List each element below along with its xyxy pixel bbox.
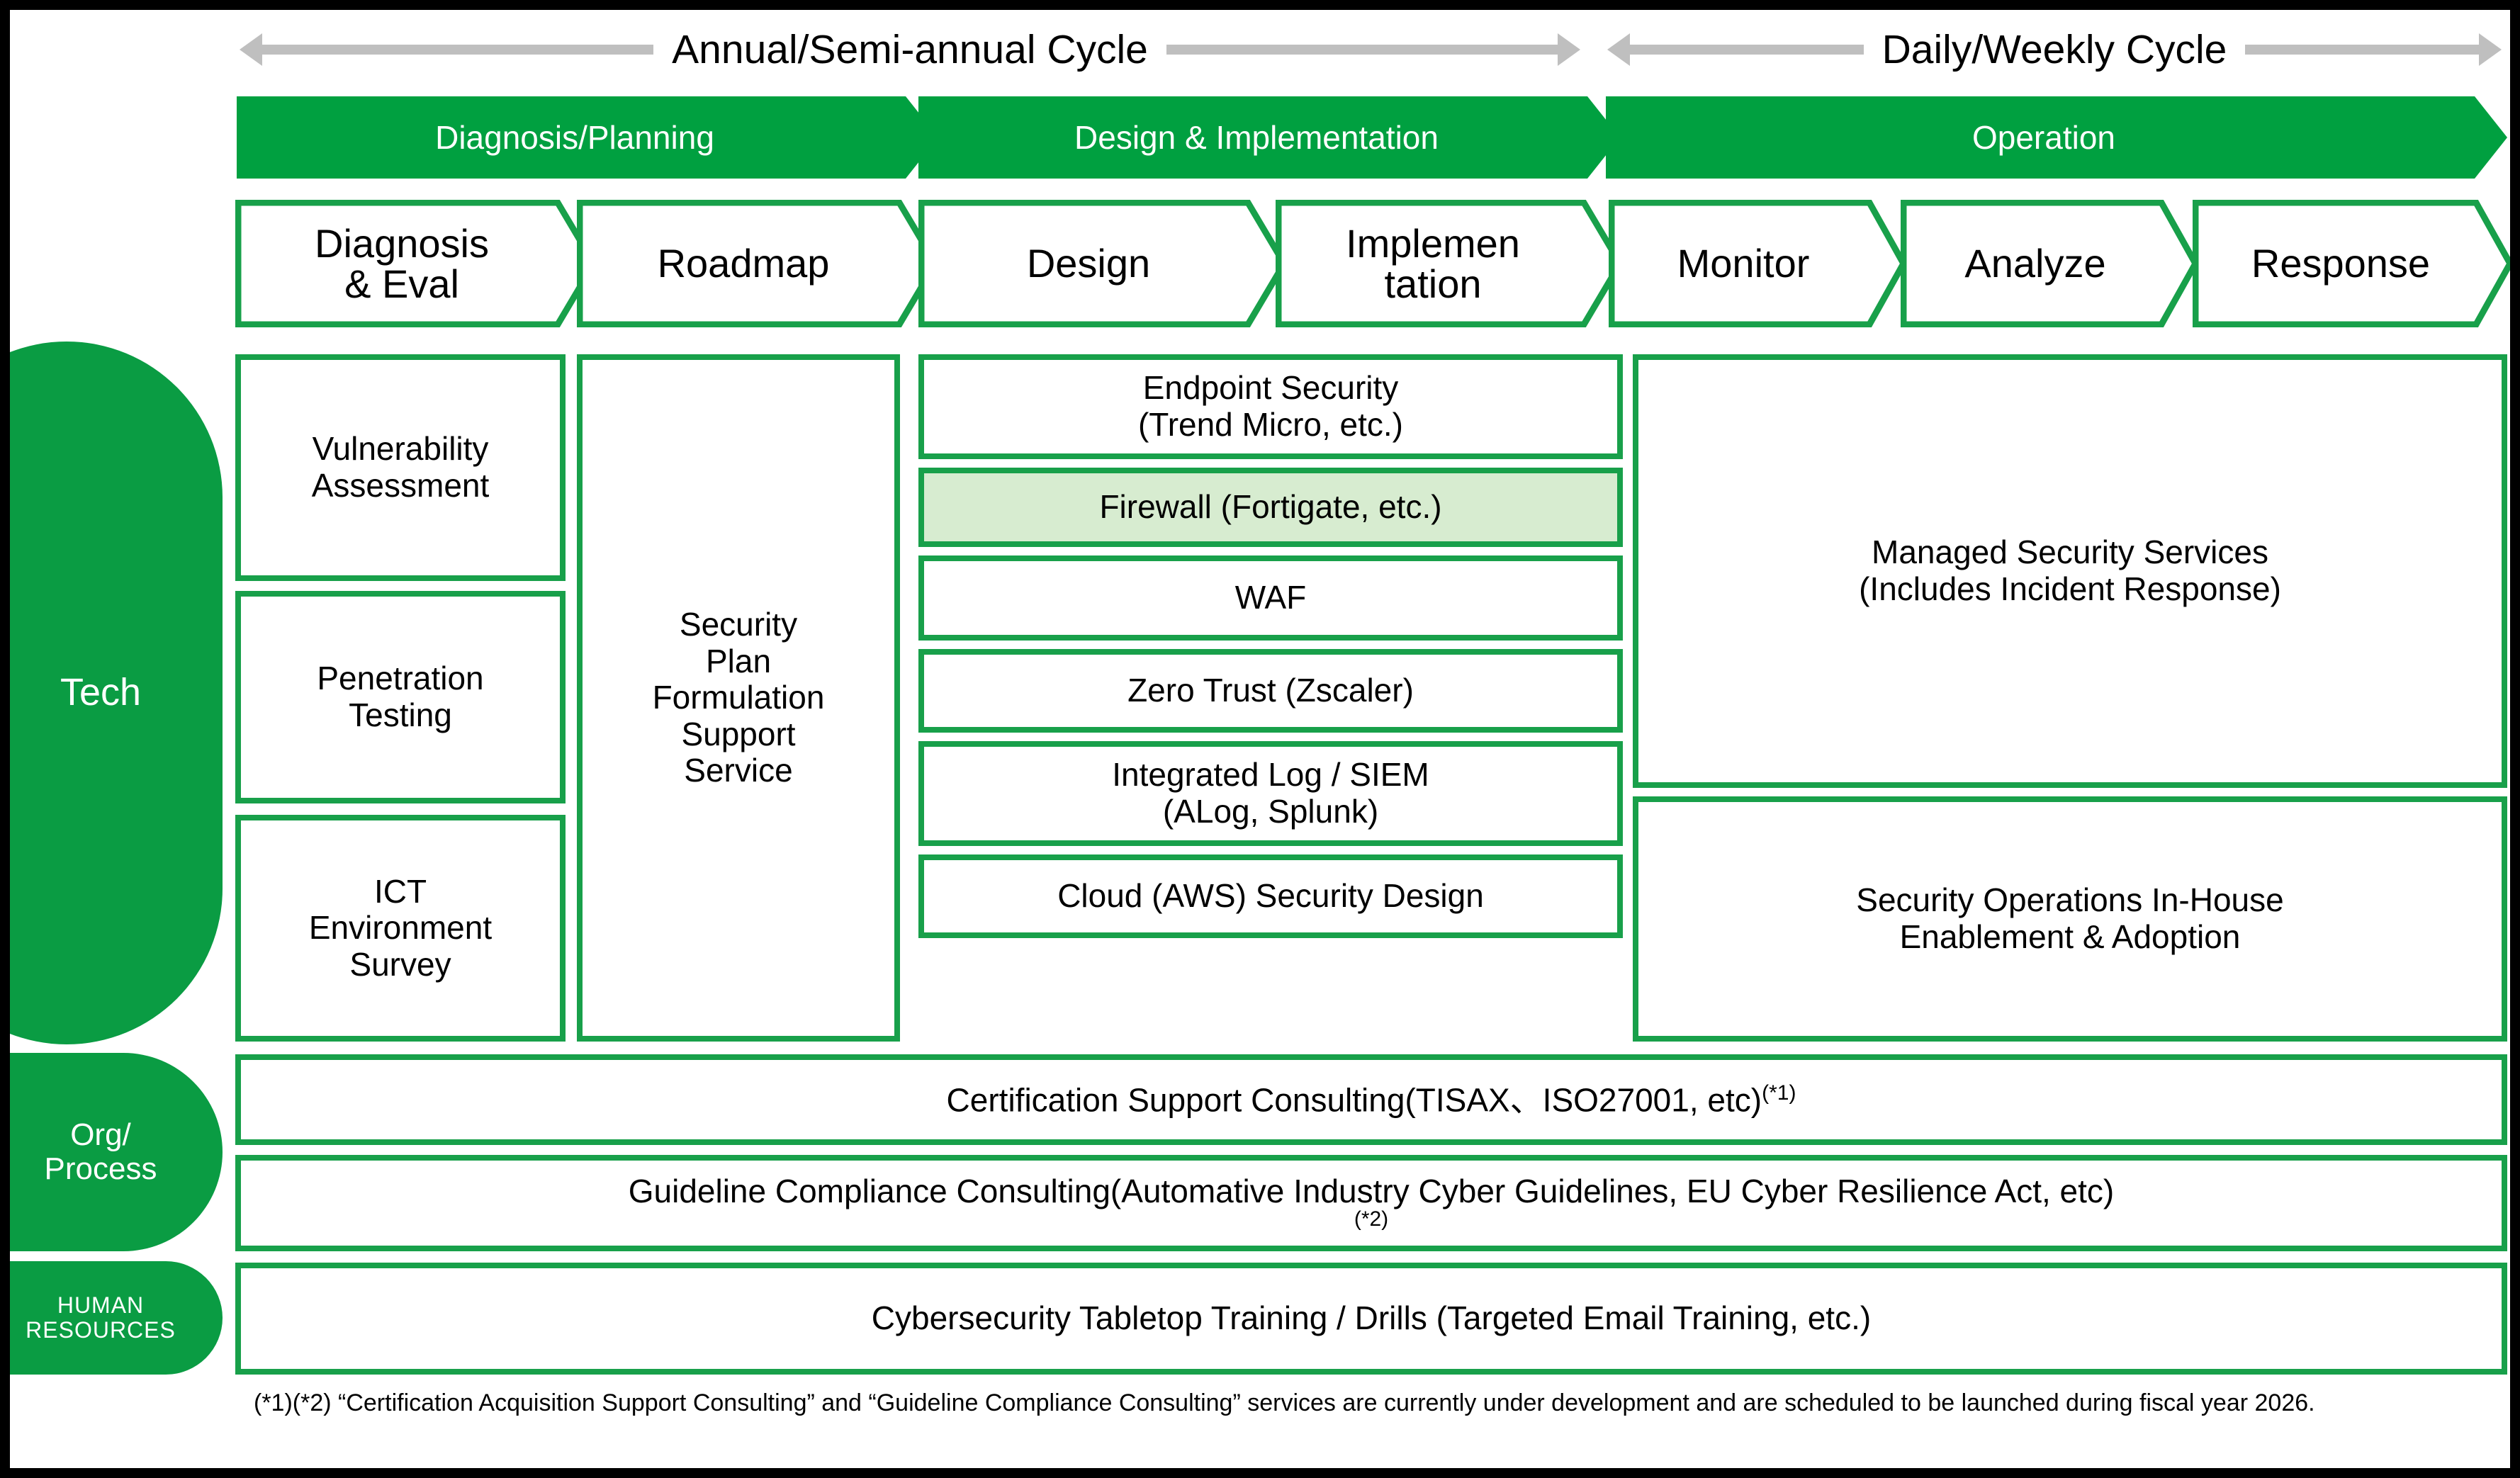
phase-band-design-implementation[interactable]: Design & Implementation (918, 96, 1620, 179)
step-monitor[interactable]: Monitor (1609, 200, 1906, 327)
tech-item-managed-security-services[interactable]: Managed Security Services (Includes Inci… (1633, 354, 2507, 788)
cycle-annual: Annual/Semi-annual Cycle (237, 16, 1583, 84)
tech-item-zero-trust[interactable]: Zero Trust (Zscaler) (918, 649, 1623, 733)
chevron-shape (918, 200, 1287, 327)
arrow-right-icon (1166, 33, 1581, 66)
category-label: Tech (60, 671, 142, 714)
footnote-marker-1: (*1) (1762, 1081, 1796, 1105)
arrow-right-icon (2245, 33, 2502, 66)
tech-item-vulnerability-assessment[interactable]: Vulnerability Assessment (235, 354, 566, 581)
step-label: Roadmap (657, 241, 830, 286)
chevron-shape (1901, 200, 2198, 327)
arrow-left-icon (239, 33, 654, 66)
phase-band-diagnosis-planning[interactable]: Diagnosis/Planning (237, 96, 938, 179)
tech-item-penetration-testing[interactable]: Penetration Testing (235, 591, 566, 803)
step-roadmap[interactable]: Roadmap (577, 200, 938, 327)
hr-item-cybersecurity-tabletop-training[interactable]: Cybersecurity Tabletop Training / Drills… (235, 1263, 2507, 1375)
step-label: Analyze (1964, 241, 2106, 286)
tech-item-ict-environment-survey[interactable]: ICT Environment Survey (235, 815, 566, 1042)
step-label: Response (2251, 241, 2431, 286)
cycle-label-daily: Daily/Weekly Cycle (1881, 26, 2227, 72)
cycle-arrow-row: Annual/Semi-annual Cycle Daily/Weekly Cy… (10, 16, 2510, 84)
category-pill-human-resources: HUMAN RESOURCES (10, 1261, 223, 1375)
chevron-shape (1276, 200, 1623, 327)
phase-band-label: Design & Implementation (1074, 119, 1439, 156)
step-label: Diagnosis& Eval (315, 220, 489, 306)
category-label: HUMAN RESOURCES (26, 1292, 176, 1343)
chevron-shape (1609, 200, 1906, 327)
chevron-shape (2193, 200, 2510, 327)
cycle-label-annual: Annual/Semi-annual Cycle (672, 26, 1148, 72)
org-item-certification-support-consulting[interactable]: Certification Support Consulting(TISAX、I… (235, 1054, 2507, 1145)
step-design[interactable]: Design (918, 200, 1287, 327)
step-label: Monitor (1677, 241, 1810, 286)
org-item-guideline-compliance-consulting[interactable]: Guideline Compliance Consulting(Automati… (235, 1155, 2507, 1251)
org-item-text: Guideline Compliance Consulting(Automati… (628, 1173, 2115, 1210)
footnote: (*1)(*2) “Certification Acquisition Supp… (254, 1389, 2315, 1416)
chevron-shape (235, 200, 597, 327)
phase-band-operation[interactable]: Operation (1606, 96, 2507, 179)
tech-item-waf[interactable]: WAF (918, 555, 1623, 641)
tech-item-integrated-log-siem[interactable]: Integrated Log / SIEM (ALog, Splunk) (918, 741, 1623, 846)
chevron-shape (577, 200, 938, 327)
step-analyze[interactable]: Analyze (1901, 200, 2198, 327)
phase-band-label: Diagnosis/Planning (435, 119, 714, 156)
category-label: Org/ Process (44, 1117, 157, 1186)
tech-item-security-operations-in-house[interactable]: Security Operations In-House Enablement … (1633, 796, 2507, 1042)
category-pill-org-process: Org/ Process (10, 1053, 223, 1251)
step-diagnosis-eval[interactable]: Diagnosis& Eval (235, 200, 597, 327)
tech-item-firewall[interactable]: Firewall (Fortigate, etc.) (918, 468, 1623, 547)
step-response[interactable]: Response (2193, 200, 2510, 327)
phase-band-label: Operation (1971, 119, 2115, 156)
cycle-daily: Daily/Weekly Cycle (1604, 16, 2504, 84)
arrow-left-icon (1607, 33, 1864, 66)
org-item-text: Certification Support Consulting(TISAX、I… (946, 1081, 1762, 1118)
tech-item-endpoint-security[interactable]: Endpoint Security (Trend Micro, etc.) (918, 354, 1623, 459)
tech-item-security-plan-formulation[interactable]: Security Plan Formulation Support Servic… (577, 354, 900, 1042)
footnote-marker-2: (*2) (1354, 1207, 1389, 1231)
category-pill-tech: Tech (10, 342, 223, 1044)
step-label: Design (1026, 241, 1151, 286)
tech-item-cloud-aws-security-design[interactable]: Cloud (AWS) Security Design (918, 854, 1623, 938)
